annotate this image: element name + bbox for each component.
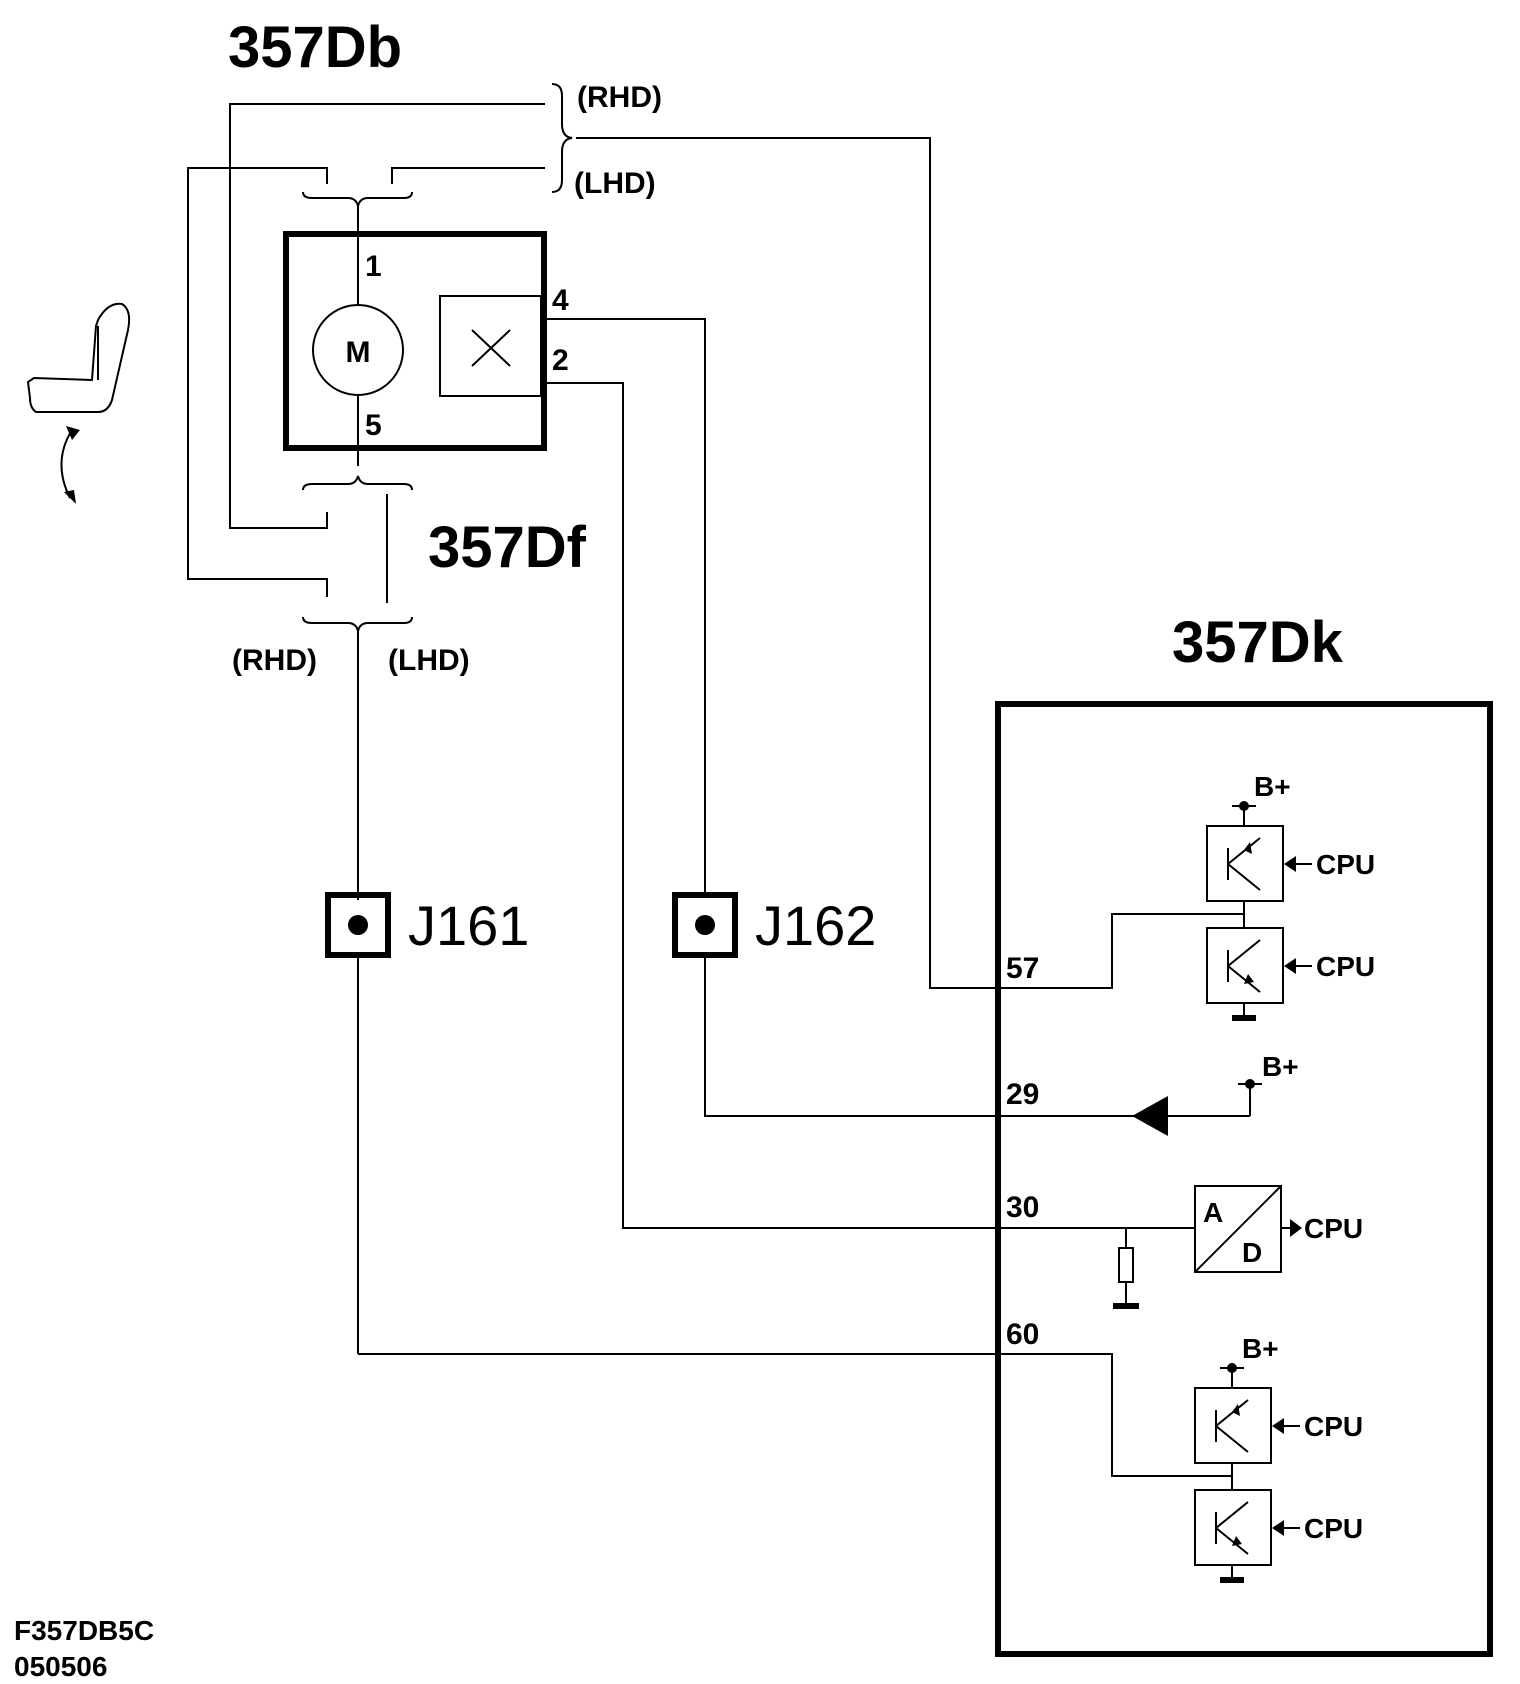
supply-label: B+: [1254, 771, 1291, 802]
wire-pin2-30: [541, 382, 1000, 1229]
transistor-icon: [1194, 1387, 1272, 1464]
diagram-code: F357DB5C: [14, 1615, 154, 1646]
cpu-label: CPU: [1316, 951, 1375, 982]
ad-input-30: A D CPU: [1000, 1185, 1363, 1309]
diode-arrow-icon: [1132, 1096, 1168, 1136]
pin-label-2: 2: [552, 344, 569, 377]
pin-label-30: 30: [1006, 1191, 1039, 1224]
supply-label: B+: [1242, 1333, 1279, 1364]
connector-357df: [302, 475, 413, 900]
variant-label-rhd-top: (RHD): [577, 81, 662, 114]
seat-icon: [26, 302, 131, 504]
top-variant-wires: [187, 83, 1000, 989]
diagram-date: 050506: [14, 1651, 107, 1682]
pin-label-4: 4: [552, 284, 569, 317]
pin-label-57: 57: [1006, 952, 1039, 985]
resistor-icon: [1118, 1247, 1134, 1283]
transistor-icon: [1194, 1489, 1272, 1566]
motor-symbol: M: [346, 336, 371, 369]
cpu-label: CPU: [1316, 849, 1375, 880]
wire-j162-29: [704, 955, 1000, 1117]
component-label-357db: 357Db: [228, 15, 402, 80]
ad-label-a: A: [1203, 1197, 1223, 1228]
supply-label: B+: [1262, 1051, 1299, 1082]
pin-label-5: 5: [365, 409, 382, 442]
motor-unit-357db: M 1 5 4 2: [283, 231, 569, 466]
pin-label-1: 1: [365, 250, 382, 283]
cpu-label: CPU: [1304, 1411, 1363, 1442]
driver-pair-60: B+ CPU CPU: [1000, 1333, 1363, 1583]
junction-label-j162: J162: [755, 894, 876, 957]
cpu-label: CPU: [1304, 1513, 1363, 1544]
supply-29: B+: [1000, 1051, 1299, 1136]
ad-label-d: D: [1242, 1237, 1262, 1268]
wire-pin4: [541, 318, 706, 895]
variant-label-lhd-top: (LHD): [574, 167, 656, 200]
variant-label-lhd-bottom: (LHD): [388, 644, 470, 677]
junction-label-j161: J161: [408, 894, 529, 957]
transistor-icon: [1206, 927, 1284, 1004]
potentiometer-icon: [439, 295, 542, 397]
transistor-icon: [1206, 825, 1284, 902]
component-label-357dk: 357Dk: [1172, 610, 1344, 675]
driver-pair-57: B+ CPU CPU: [1000, 771, 1375, 1021]
variant-label-rhd-bottom: (RHD): [232, 644, 317, 677]
cpu-label: CPU: [1304, 1213, 1363, 1244]
component-label-357df: 357Df: [428, 515, 587, 580]
control-module-357dk: [995, 701, 1493, 1657]
junction-j162: J162: [672, 892, 876, 958]
junction-j161: J161: [325, 892, 529, 958]
pin-label-60: 60: [1006, 1318, 1039, 1351]
pin-label-29: 29: [1006, 1078, 1039, 1111]
